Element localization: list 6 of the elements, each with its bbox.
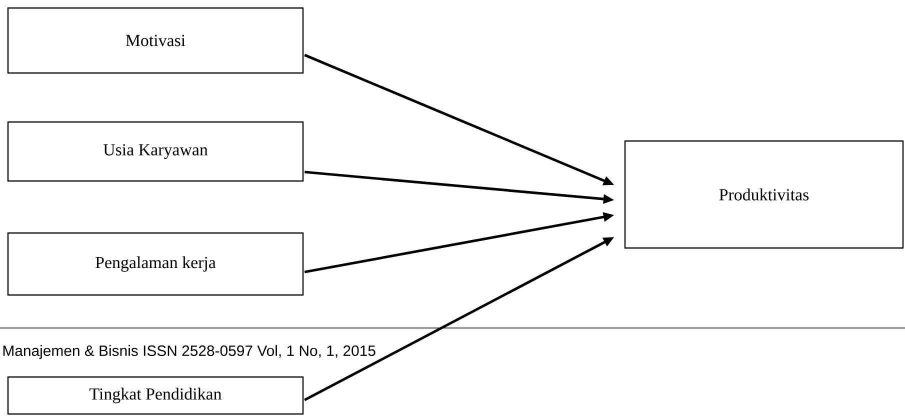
variable-box: Pengalaman kerja: [7, 232, 304, 296]
footer-text: Manajemen & Bisnis ISSN 2528-0597 Vol, 1 No, 1, 2015: [3, 345, 376, 359]
variable-box: Produktivitas: [624, 140, 904, 249]
variable-box: Motivasi: [7, 7, 304, 74]
variable-box: Usia Karyawan: [7, 121, 304, 182]
variable-box: Tingkat Pendidikan: [7, 376, 304, 415]
